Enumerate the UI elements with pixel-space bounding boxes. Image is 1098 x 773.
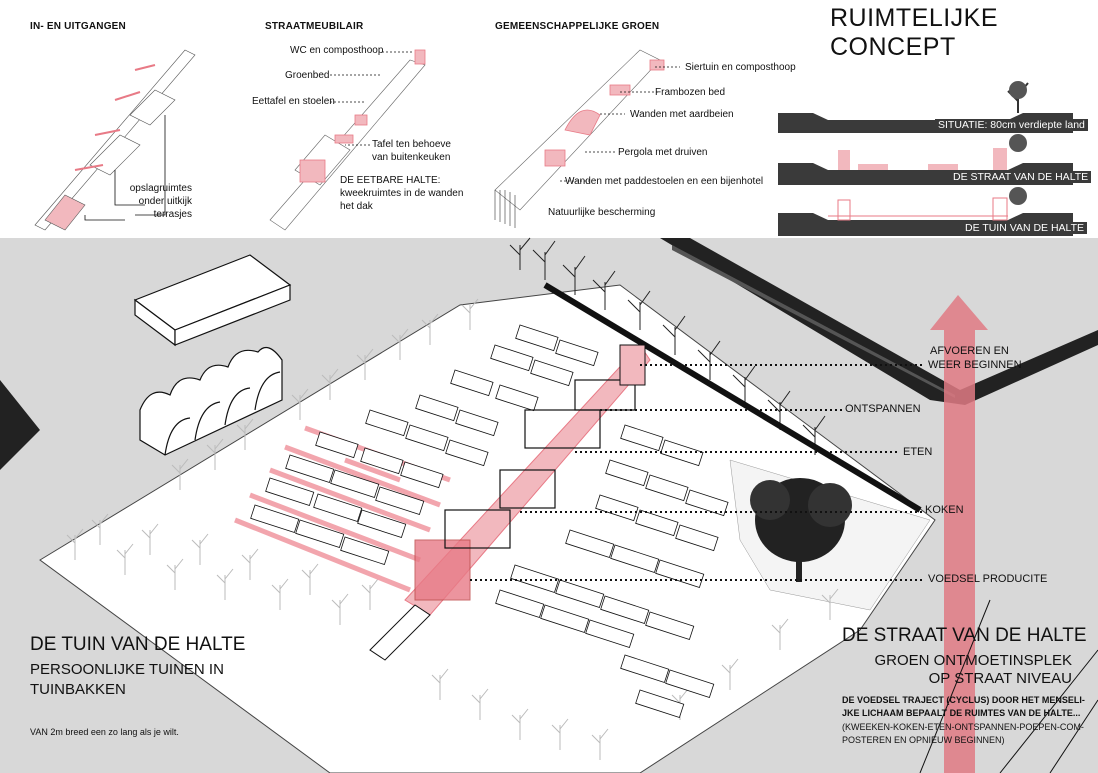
page-title: RUIMTELIJKE CONCEPT (830, 4, 999, 61)
right-block-bold-2: JKE LICHAAM BEPAALT DE RUIMTES VAN DE HA… (842, 708, 1081, 718)
site-lines (919, 599, 1098, 773)
section-label-straat: DE STRAAT VAN DE HALTE (950, 171, 1092, 183)
furniture-label-wc: WC en composthoop (290, 45, 384, 56)
green-label-wanden: Wanden met aardbeien (630, 109, 734, 120)
panel-header-entrances: IN- EN UITGANGEN (30, 21, 126, 32)
panel-header-green: GEMEENSCHAPPELIJKE GROEN (495, 21, 660, 32)
cycle-label-koken: KOKEN (925, 504, 964, 516)
green-diagram (494, 49, 665, 228)
green-label-siertuin: Siertuin en composthoop (685, 62, 796, 73)
cross-sections (778, 81, 1073, 236)
right-block-small-1: (KWEEKEN-KOKEN-ETEN-ONTSPANNEN-POEPEN-CO… (842, 722, 1084, 732)
street-wall (543, 282, 922, 513)
furniture-label-tafel-2: van buitenkeuken (372, 152, 451, 163)
entrances-label-2: onder uitkijk (138, 196, 192, 207)
green-label-frambozen: Frambozen bed (655, 87, 726, 98)
greenhouse-building (139, 346, 283, 456)
garden-boxes (250, 324, 599, 566)
cycle-label-afvoeren-1: AFVOEREN EN (930, 345, 1009, 357)
cycle-label-voedsel: VOEDSEL PRODUCITE (928, 573, 1048, 585)
left-block-note: VAN 2m breed een zo lang als je wilt. (30, 727, 179, 737)
left-block-subtitle-1: PERSOONLIJKE TUINEN IN (30, 661, 224, 678)
furniture-diagram (269, 49, 426, 231)
entrances-label-1: opslagruimtes (129, 183, 192, 194)
green-label-pergola: Pergola met druiven (618, 147, 708, 158)
green-label-natuur: Natuurlijke bescherming (548, 207, 656, 218)
cycle-label-afvoeren-2: WEER BEGINNEN (928, 359, 1022, 371)
central-street (369, 344, 651, 661)
large-tree (750, 478, 852, 582)
tree-row-top (509, 237, 826, 455)
green-label-paddestoelen: Wanden met paddestoelen en een bijenhote… (565, 176, 764, 187)
cycle-arrow (930, 295, 988, 773)
left-block-title: DE TUIN VAN DE HALTE (30, 634, 246, 655)
section-label-situatie: SITUATIE: 80cm verdiepte land (935, 119, 1088, 131)
right-block-subtitle-1: GROEN ONTMOETINSPLEK (874, 652, 1072, 669)
furniture-label-groenbed: Groenbed (285, 70, 330, 81)
left-block-subtitle-2: TUINBAKKEN (30, 681, 126, 698)
furniture-label-halte-2: kweekruimtes in de wanden (340, 188, 464, 199)
road-right-inner (672, 245, 955, 398)
entrances-diagram (34, 49, 196, 231)
leader-lines (330, 51, 680, 182)
right-block-title: DE STRAAT VAN DE HALTE (842, 625, 1087, 646)
right-block-subtitle-2: OP STRAAT NIVEAU (928, 670, 1072, 687)
panel-header-furniture: STRAATMEUBILAIR (265, 21, 364, 32)
cycle-lines (470, 364, 925, 581)
road-right-channel (660, 238, 1098, 405)
building-block (133, 254, 292, 347)
right-block-bold-1: DE VOEDSEL TRAJECT (CYCLUS) DOOR HET MEN… (842, 695, 1085, 705)
section-label-tuin: DE TUIN VAN DE HALTE (962, 222, 1088, 234)
cycle-label-eten: ETEN (903, 446, 933, 458)
entrances-label-3: terrasjes (153, 209, 192, 220)
furniture-label-halte-1: DE EETBARE HALTE: (340, 175, 441, 186)
furniture-label-tafel-1: Tafel ten behoeve (372, 139, 451, 150)
furniture-label-halte-3: het dak (340, 201, 373, 212)
road-left (0, 380, 40, 470)
cycle-label-ontspannen: ONTSPANNEN (845, 403, 921, 415)
garden-boxes-right (495, 424, 729, 719)
right-block-small-2: POSTEREN EN OPNIEUW BEGINNEN) (842, 735, 1005, 745)
tree-row-left (66, 298, 839, 760)
furniture-label-eettafel: Eettafel en stoelen (252, 96, 335, 107)
